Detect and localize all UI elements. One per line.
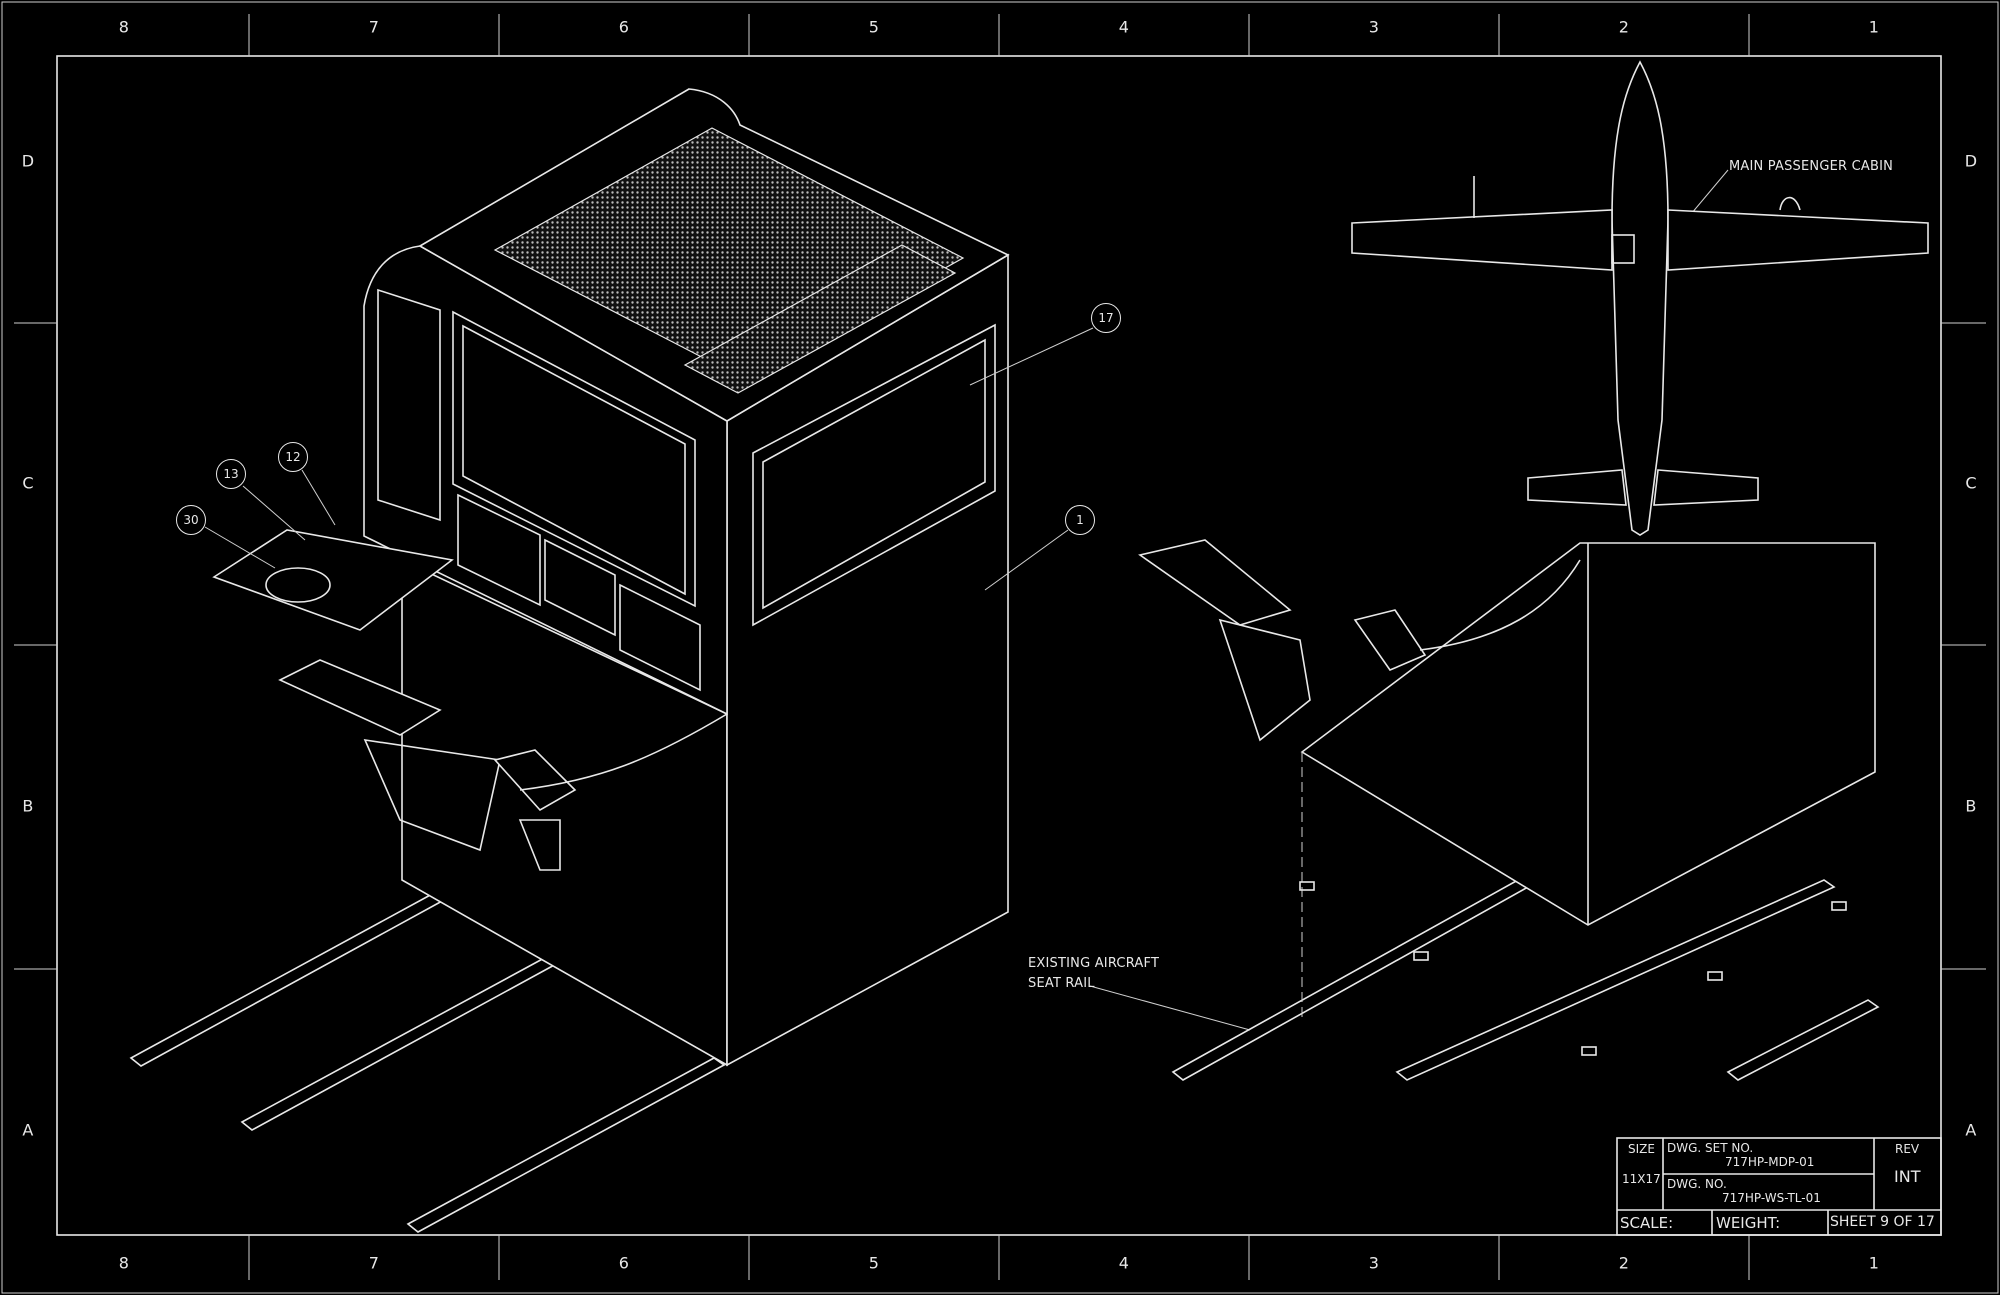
zone-column-2-top: 2 [1618,17,1630,37]
zone-column-4-top: 4 [1118,17,1130,37]
workstation-rear-view [1138,539,1880,1081]
zone-column-1-bottom: 1 [1868,1253,1880,1273]
zone-row-b-right: B [1965,796,1977,816]
callout-12: 12 [278,442,308,472]
callout-leaders [204,169,1729,1031]
rev-value: INT [1894,1167,1921,1186]
zone-column-8-top: 8 [118,17,130,37]
zone-column-3-bottom: 3 [1368,1253,1380,1273]
dwg-no-label: DWG. NO. [1667,1177,1727,1191]
zone-column-8-bottom: 8 [118,1253,130,1273]
zone-column-2-bottom: 2 [1618,1253,1630,1273]
zone-column-6-bottom: 6 [618,1253,630,1273]
zone-column-5-top: 5 [868,17,880,37]
zone-column-3-top: 3 [1368,17,1380,37]
callout-1: 1 [1065,505,1095,535]
callout-17: 17 [1091,303,1121,333]
zone-column-7-top: 7 [368,17,380,37]
zone-row-d-right: D [1964,151,1978,171]
seat-rails-right [1171,879,1880,1081]
dwg-no-value: 717HP-WS-TL-01 [1722,1191,1821,1205]
zone-column-7-bottom: 7 [368,1253,380,1273]
size-value: 11X17 [1622,1172,1661,1186]
zone-row-a-right: A [1965,1120,1977,1140]
zone-row-c-left: C [22,473,34,493]
zone-row-d-left: D [21,151,35,171]
callout-30: 30 [176,505,206,535]
zone-row-b-left: B [22,796,34,816]
seat-rail-label-line1: EXISTING AIRCRAFT [1028,956,1160,971]
zone-row-a-left: A [22,1120,34,1140]
size-label: SIZE [1628,1142,1655,1156]
zone-column-5-bottom: 5 [868,1253,880,1273]
dwg-set-label: DWG. SET NO. [1667,1141,1754,1155]
callout-13: 13 [216,459,246,489]
zone-column-1-top: 1 [1868,17,1880,37]
scale-label: SCALE: [1620,1214,1674,1232]
title-block-lines [1616,1137,1942,1236]
sheet-number: SHEET 9 OF 17 [1830,1214,1935,1230]
rev-label: REV [1895,1142,1920,1156]
zone-column-4-bottom: 4 [1118,1253,1130,1273]
workstation-isometric-view [129,88,1010,1233]
zone-column-6-top: 6 [618,17,630,37]
zone-row-c-right: C [1965,473,1977,493]
dwg-set-value: 717HP-MDP-01 [1725,1155,1815,1169]
aircraft-top-view [1351,60,1929,536]
main-passenger-cabin-label: MAIN PASSENGER CABIN [1729,159,1894,174]
seat-rail-label-line2: SEAT RAIL [1028,976,1095,991]
weight-label: WEIGHT: [1716,1214,1781,1232]
